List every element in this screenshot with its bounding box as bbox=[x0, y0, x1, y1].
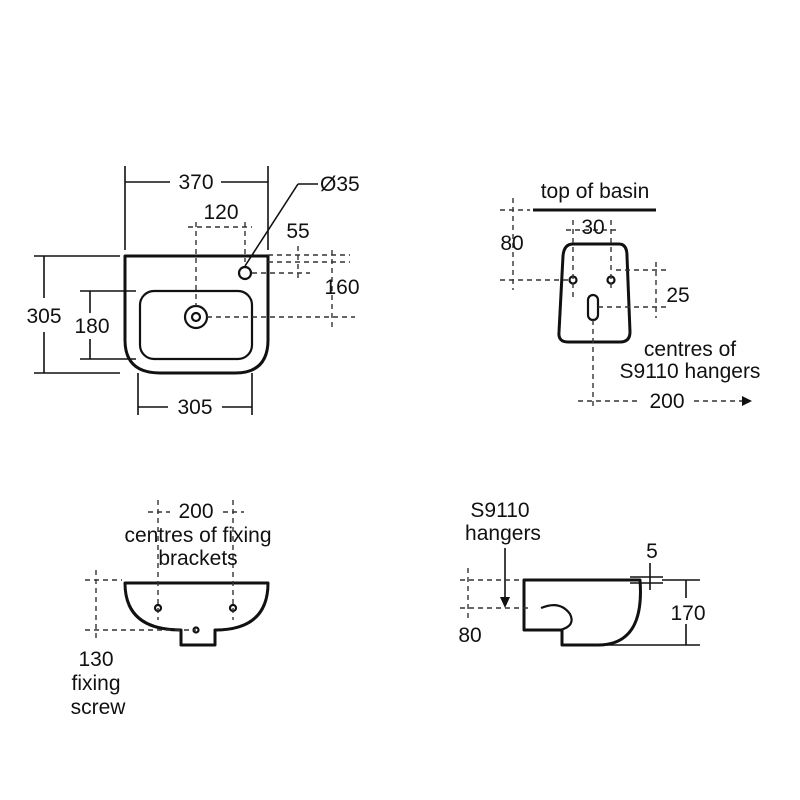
dim-30-label: 30 bbox=[581, 216, 604, 239]
basin-side-outline bbox=[522, 578, 642, 647]
dim-370-label: 370 bbox=[178, 171, 213, 194]
rear-view: top of basin 80 30 25 centres of S9110 h… bbox=[500, 180, 760, 413]
front-view: 200 centres of fixing brackets 130 fixin… bbox=[71, 500, 272, 719]
dim-side-80-label: 80 bbox=[458, 624, 481, 647]
dim-305-depth-label: 305 bbox=[26, 305, 61, 328]
side-view: S9110 hangers 5 80 170 bbox=[458, 499, 705, 647]
dim-25-label: 25 bbox=[666, 284, 689, 307]
fixing-brackets-line2: brackets bbox=[158, 547, 237, 570]
dim-305-bottom-label: 305 bbox=[177, 396, 212, 419]
screw-label-line2: fixing bbox=[71, 672, 120, 695]
dim-front-200-label: 200 bbox=[178, 500, 213, 523]
dim-55-label: 55 bbox=[286, 220, 309, 243]
screw-label-line3: screw bbox=[71, 696, 127, 719]
hangers-label-line1: S9110 bbox=[470, 499, 529, 522]
top-of-basin-label: top of basin bbox=[541, 180, 650, 203]
centres-label-line1: centres of bbox=[644, 338, 736, 361]
dim-rear-200-label: 200 bbox=[649, 390, 684, 413]
dim-120-label: 120 bbox=[203, 201, 238, 224]
fixing-brackets-line1: centres of fixing bbox=[124, 524, 271, 547]
waste-outlet-center bbox=[190, 311, 202, 323]
tap-hole bbox=[237, 265, 253, 281]
dim-5-label: 5 bbox=[646, 540, 658, 563]
dim-170-label: 170 bbox=[670, 602, 705, 625]
dim-rear-80-label: 80 bbox=[500, 232, 523, 255]
basin-front-outline bbox=[123, 581, 270, 647]
dim-diameter-label: Ø35 bbox=[320, 173, 360, 196]
dim-180-label: 180 bbox=[74, 315, 109, 338]
hangers-label-line2: hangers bbox=[465, 522, 541, 545]
top-view: 370 Ø35 120 55 160 305 180 bbox=[26, 166, 360, 419]
basin-bowl bbox=[138, 289, 254, 361]
rear-plate bbox=[557, 242, 632, 344]
basin-top-outline bbox=[123, 254, 270, 375]
centres-label-line2: S9110 hangers bbox=[620, 360, 761, 383]
screw-label-line1: 130 bbox=[78, 648, 113, 671]
dim-160-label: 160 bbox=[324, 276, 359, 299]
